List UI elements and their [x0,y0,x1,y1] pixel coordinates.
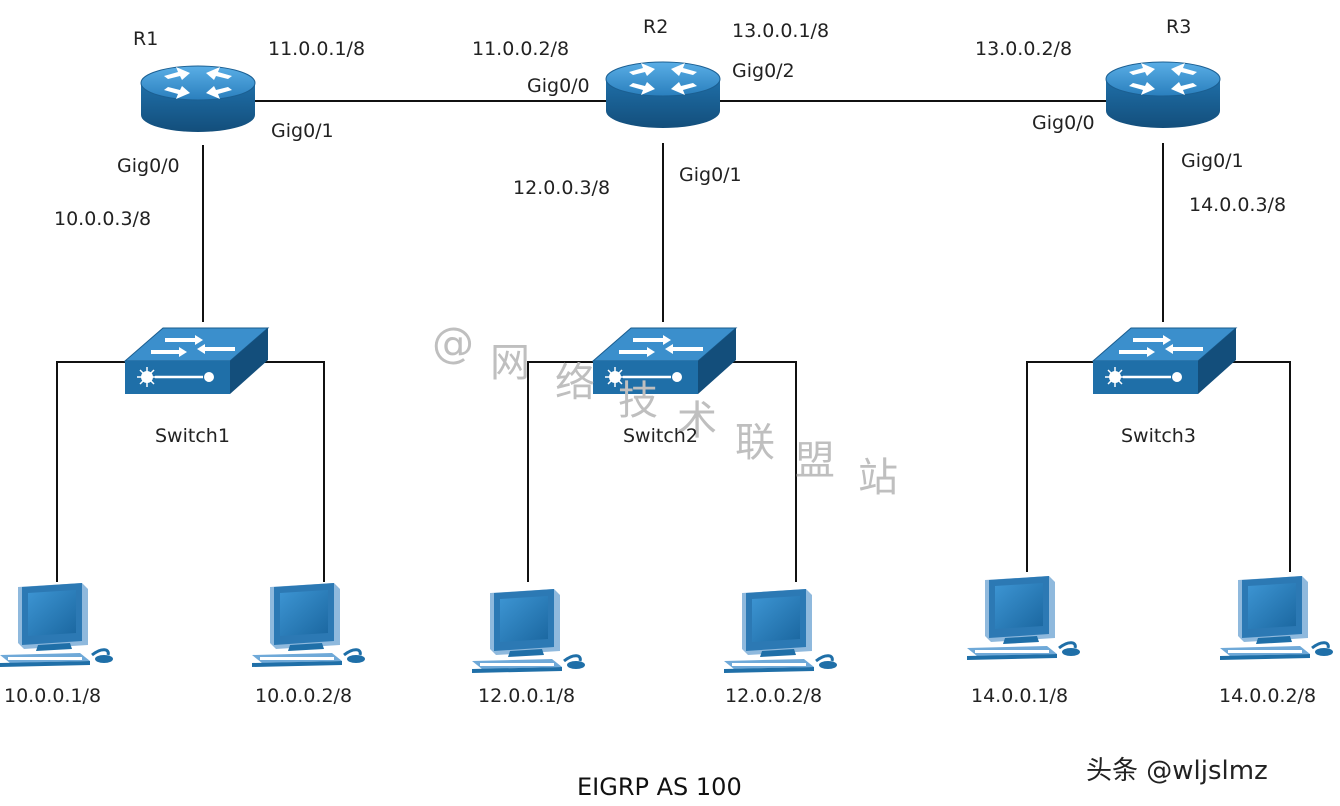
brand-watermark: 头条 @wljslmz [1086,756,1268,786]
watermark-char: 联 [735,420,775,466]
watermark-char: 站 [858,455,898,501]
host-ip-pc1: 10.0.0.1/8 [4,685,102,707]
router-r2 [605,61,721,129]
host-ip-pc6: 14.0.0.2/8 [1219,685,1317,707]
host-ip-pc2: 10.0.0.2/8 [255,685,353,707]
switch-name-sw2: Switch2 [623,425,698,447]
link-sw1-pc2 [232,361,325,582]
interface-r3-gig01: Gig0/1 [1181,150,1244,172]
address-r2-gig02: 13.0.0.1/8 [732,20,830,42]
router-r1 [140,65,256,133]
link-sw3-pc6 [1200,361,1291,572]
watermark-at: @ [432,318,474,367]
pc-3 [470,587,587,675]
router-name-r2: R2 [643,16,669,38]
router-name-r1: R1 [133,28,159,50]
address-r3-gig01: 14.0.0.3/8 [1189,194,1287,216]
interface-r1-gig01: Gig0/1 [271,120,334,142]
pc-6 [1218,574,1335,662]
address-r3-gig00: 13.0.0.2/8 [975,38,1073,60]
pc-5 [965,574,1082,662]
address-r2-gig01: 12.0.0.3/8 [513,177,611,199]
address-r1-gig00: 10.0.0.3/8 [54,208,152,230]
interface-r2-gig02: Gig0/2 [732,60,795,82]
watermark-char: 网 [490,340,530,386]
host-ip-pc5: 14.0.0.1/8 [971,685,1069,707]
host-ip-pc4: 12.0.0.2/8 [725,685,823,707]
switch-sw2 [591,326,738,396]
switch-sw3 [1091,326,1238,396]
link-sw1-pc1 [56,361,125,582]
address-r2-gig00: 11.0.0.2/8 [472,38,570,60]
watermark-char: 络 [555,360,595,406]
watermark-char: 技 [618,378,658,424]
interface-r2-gig01: Gig0/1 [679,164,742,186]
host-ip-pc3: 12.0.0.1/8 [478,685,576,707]
address-r1-gig01: 11.0.0.1/8 [268,38,366,60]
link-sw2-pc3 [527,361,593,582]
pc-1 [0,581,115,669]
router-name-r3: R3 [1166,16,1192,38]
diagram-caption: EIGRP AS 100 [577,773,742,801]
interface-r1-gig00: Gig0/0 [117,155,180,177]
interface-r3-gig00: Gig0/0 [1032,112,1095,134]
pc-2 [250,581,367,669]
pc-4 [722,587,839,675]
watermark-char: 盟 [795,438,835,484]
switch-sw1 [123,326,270,396]
interface-r2-gig00: Gig0/0 [527,75,590,97]
router-r3 [1105,61,1221,129]
link-sw3-pc5 [1026,361,1093,572]
watermark-char: 术 [677,398,717,444]
switch-name-sw3: Switch3 [1121,425,1196,447]
switch-name-sw1: Switch1 [155,425,230,447]
